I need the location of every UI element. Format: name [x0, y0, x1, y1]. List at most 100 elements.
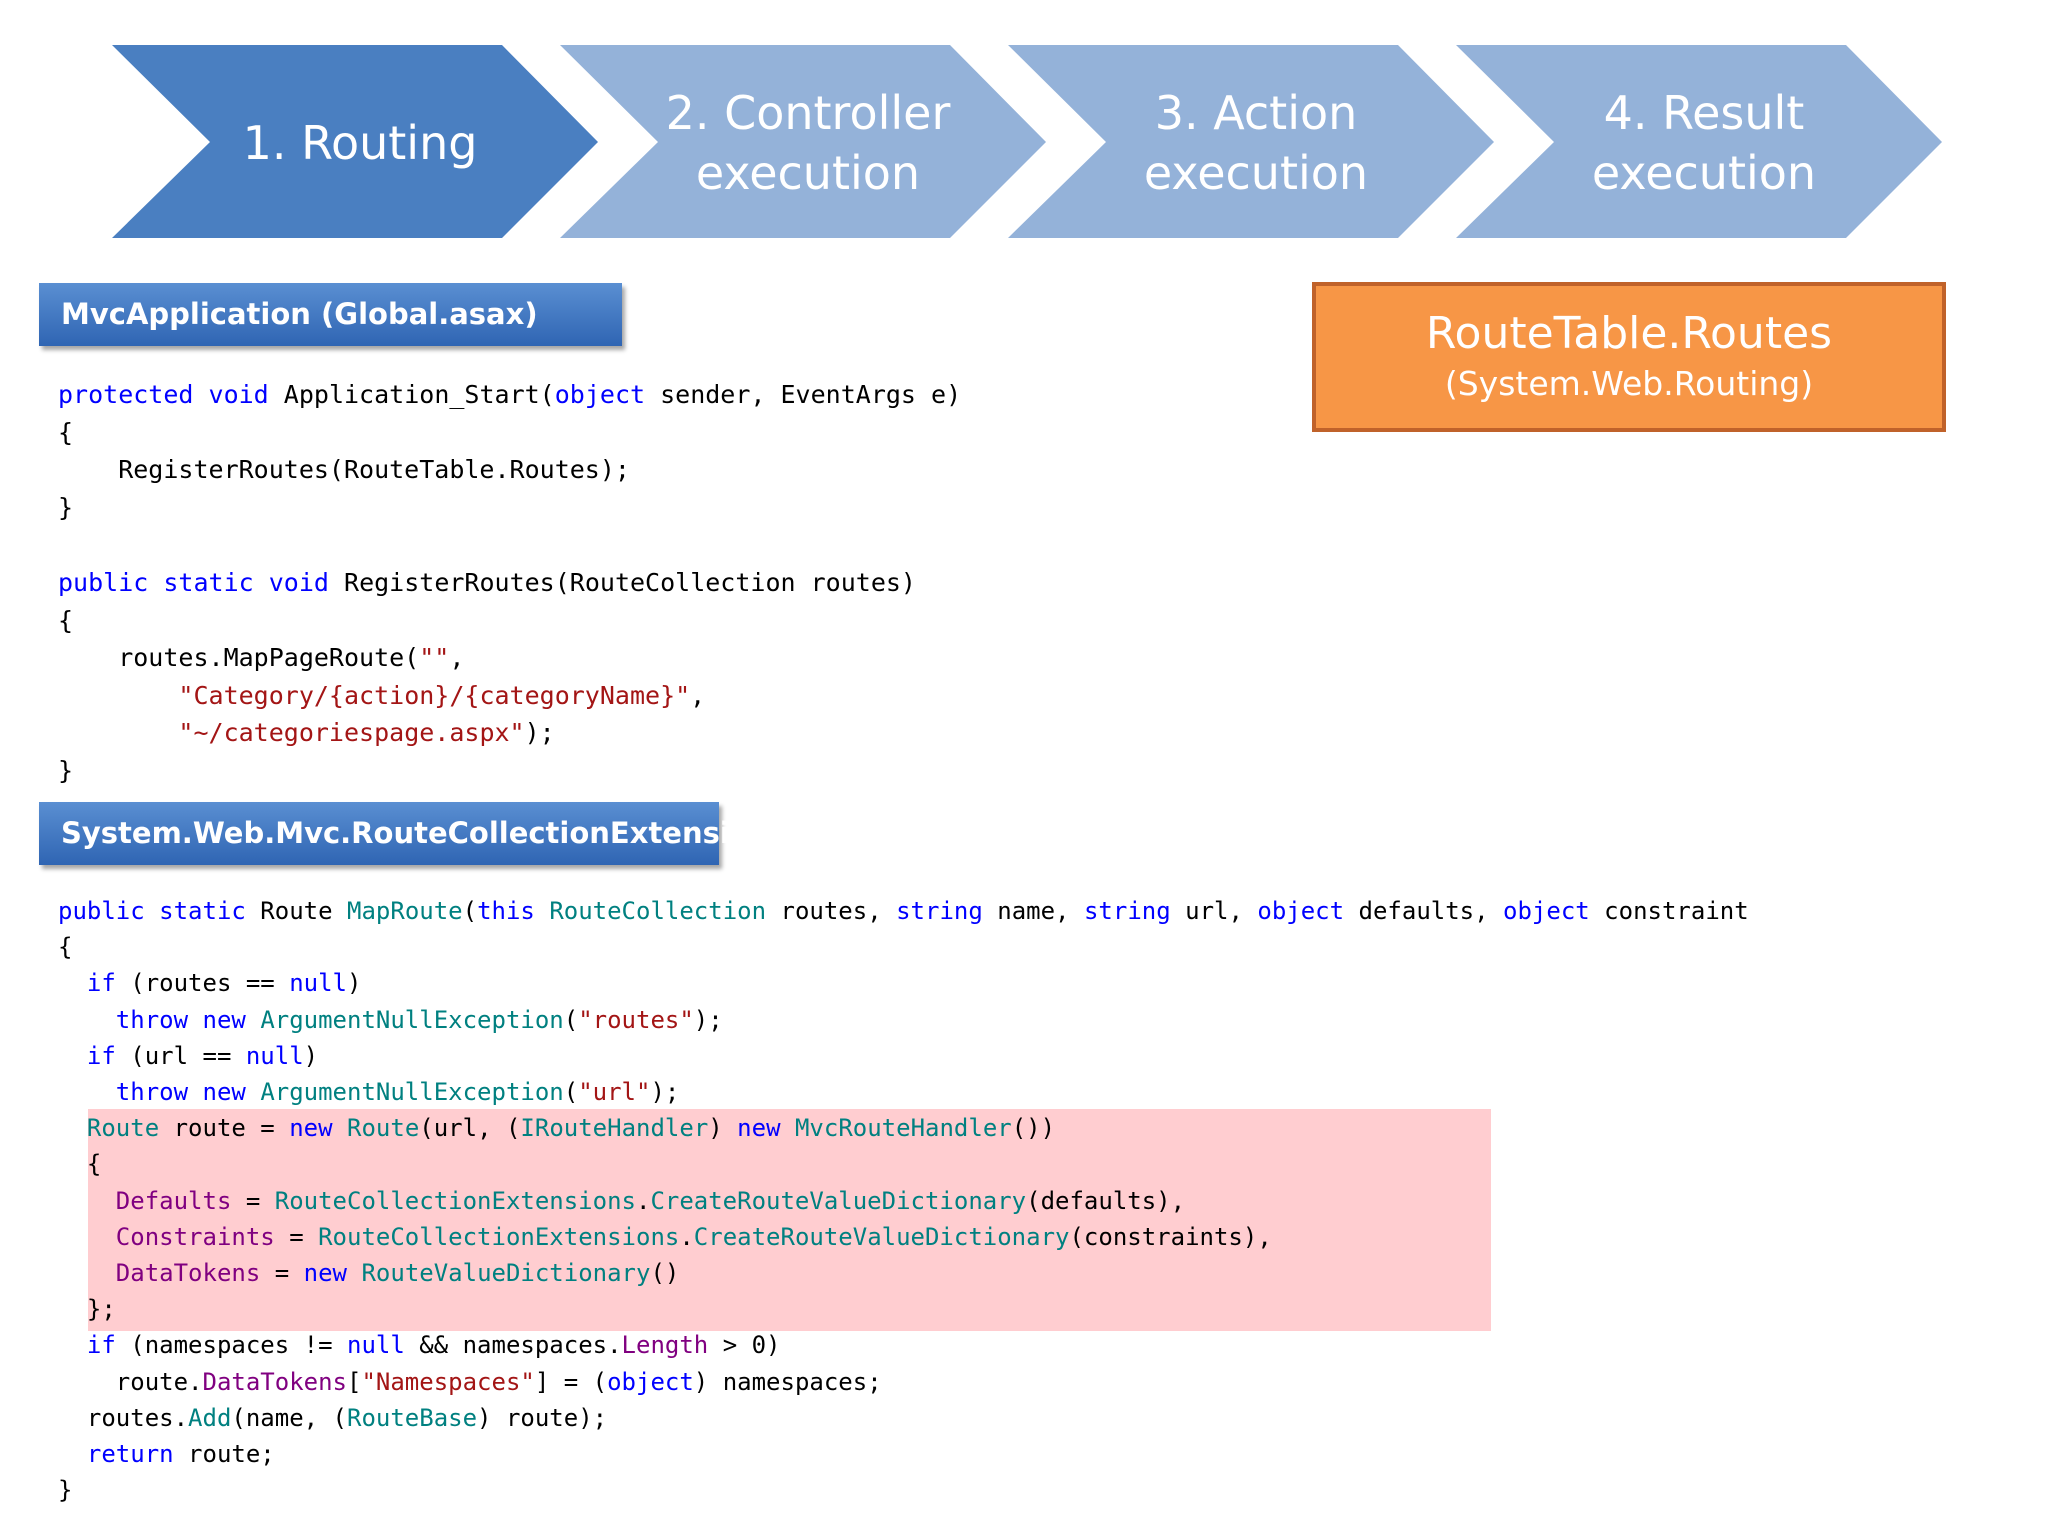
- map-route-code-token: return: [86, 1440, 174, 1469]
- map-route-code-token: url,: [1170, 897, 1258, 925]
- map-route-code-token: [58, 1078, 116, 1106]
- map-route-code-line: Constraints = RouteCollectionExtensions.…: [58, 1219, 1749, 1255]
- map-route-code-token: [145, 897, 159, 925]
- map-route-code-token: [58, 1006, 116, 1034]
- map-route-code-token: (): [650, 1259, 680, 1288]
- map-route-code-token: route;: [173, 1440, 275, 1469]
- map-route-code-token: (name, (: [231, 1403, 347, 1432]
- global-code-token: routes.MapPageRoute(: [58, 643, 420, 673]
- map-route-code-token: ): [708, 1114, 738, 1143]
- map-route-code-token: throw: [115, 1005, 189, 1034]
- map-route-code-token: Length: [621, 1331, 709, 1360]
- map-route-code-token: [188, 1006, 202, 1034]
- map-route-code-token: }: [58, 1476, 73, 1505]
- map-route-code-token: "url": [578, 1078, 651, 1107]
- map-route-code-token: > 0): [708, 1331, 781, 1360]
- global-code-token: public: [58, 567, 149, 597]
- map-route-code-token: string: [1083, 897, 1171, 925]
- map-route-code-token: defaults,: [1344, 897, 1504, 925]
- global-code-token: "": [419, 643, 450, 673]
- map-route-code-token: ): [347, 969, 362, 998]
- global-asax-header: MvcApplication (Global.asax): [39, 283, 622, 346]
- map-route-code-token: [246, 1078, 260, 1106]
- global-code-token: [254, 568, 269, 597]
- map-route-code-token: {: [58, 933, 73, 962]
- map-route-code-token: route =: [159, 1114, 290, 1143]
- map-route-code-token: object: [1257, 897, 1345, 925]
- global-code-line: {: [58, 602, 961, 640]
- map-route-code-token: [58, 1440, 87, 1468]
- map-route-code-token: RouteCollection: [549, 897, 767, 925]
- route-collection-extensions-header: System.Web.Mvc.RouteCollectionExtensions: [39, 802, 788, 865]
- global-code-token: RegisterRoutes(RouteTable.Routes);: [58, 455, 630, 485]
- global-code-line: routes.MapPageRoute("",: [58, 639, 961, 677]
- map-route-code-token: DataTokens: [202, 1367, 348, 1396]
- map-route-code-line: DataTokens = new RouteValueDictionary(): [58, 1255, 1749, 1291]
- pipeline-diagram: [112, 45, 1942, 238]
- global-code-token: ,: [449, 643, 465, 673]
- map-route-code-token: ArgumentNullException: [260, 1078, 564, 1107]
- map-route-code-token: ] = (: [534, 1367, 608, 1396]
- map-route-code-token: (namespaces !=: [115, 1331, 347, 1360]
- route-construction-highlight: [88, 1109, 1491, 1331]
- map-route-code-token: object: [1503, 897, 1590, 925]
- map-route-code-token: );: [693, 1005, 723, 1034]
- map-route-code-token: Defaults: [115, 1186, 232, 1215]
- global-asax-code: protected void Application_Start(object …: [58, 376, 961, 790]
- route-table-box: RouteTable.Routes (System.Web.Routing): [1312, 282, 1946, 432]
- map-route-code-token: this: [477, 897, 535, 925]
- map-route-code-token: .: [635, 1186, 651, 1215]
- map-route-code-line: }: [58, 1472, 1749, 1508]
- pipeline-step-action-chevron: [1008, 45, 1494, 238]
- map-route-code-token: new: [303, 1259, 348, 1288]
- global-code-line: [58, 526, 961, 564]
- map-route-code-token: null: [289, 969, 347, 998]
- map-route-code-line: return route;: [58, 1436, 1749, 1472]
- global-code-token: [148, 568, 163, 597]
- map-route-code-token: [: [347, 1367, 362, 1396]
- map-route-code-token: [347, 1259, 361, 1287]
- map-route-code-token: [333, 1114, 347, 1142]
- global-code-token: }: [58, 492, 74, 522]
- map-route-code-token: routes.: [58, 1403, 189, 1432]
- map-route-code-token: null: [245, 1041, 304, 1070]
- map-route-code-token: [58, 1223, 116, 1251]
- map-route-code-token: MvcRouteHandler: [794, 1114, 1012, 1143]
- map-route-code-token: && namespaces.: [404, 1331, 622, 1360]
- map-route-code-token: "routes": [578, 1005, 694, 1034]
- map-route-code-token: route.: [58, 1367, 203, 1396]
- map-route-code-token: ()): [1011, 1114, 1056, 1143]
- map-route-code-token: =: [231, 1186, 275, 1215]
- map-route-code-line: throw new ArgumentNullException("url");: [58, 1074, 1749, 1110]
- map-route-code-token: Constraints: [115, 1222, 275, 1251]
- map-route-code-line: routes.Add(name, (RouteBase) route);: [58, 1400, 1749, 1436]
- map-route-code-token: Route: [86, 1114, 160, 1143]
- global-code-line: "Category/{action}/{categoryName}",: [58, 677, 961, 715]
- pipeline-step-routing-chevron: [112, 45, 598, 238]
- global-code-token: [58, 718, 178, 747]
- map-route-code-token: [535, 897, 549, 925]
- map-route-code-token: Route: [245, 897, 348, 925]
- map-route-code-line: if (routes == null): [58, 965, 1749, 1001]
- global-code-token: object: [554, 380, 646, 409]
- map-route-code-token: =: [274, 1222, 319, 1251]
- map-route-code-token: (: [563, 1005, 579, 1034]
- map-route-code-line: };: [58, 1291, 1749, 1327]
- map-route-code-token: string: [896, 897, 983, 925]
- map-route-code-token: null: [347, 1331, 405, 1360]
- map-route-code-token: =: [260, 1259, 304, 1288]
- map-route-code-token: (constraints),: [1069, 1222, 1272, 1251]
- map-route-code-line: throw new ArgumentNullException("routes"…: [58, 1002, 1749, 1038]
- global-code-token: Application_Start(: [268, 380, 555, 409]
- global-code-token: sender, EventArgs e): [645, 380, 962, 409]
- map-route-code-token: [58, 1187, 116, 1215]
- global-code-token: protected: [58, 380, 194, 409]
- map-route-code-token: };: [58, 1295, 116, 1324]
- map-route-code-token: {: [58, 1150, 102, 1179]
- global-code-token: void: [208, 380, 269, 409]
- pipeline-step-result-chevron: [1456, 45, 1942, 238]
- pipeline-step-controller-label: 2. Controller execution: [665, 85, 951, 200]
- map-route-code-line: {: [58, 1146, 1749, 1182]
- map-route-code-token: (routes ==: [115, 969, 290, 998]
- pipeline-step-routing-label: 1. Routing: [242, 115, 478, 170]
